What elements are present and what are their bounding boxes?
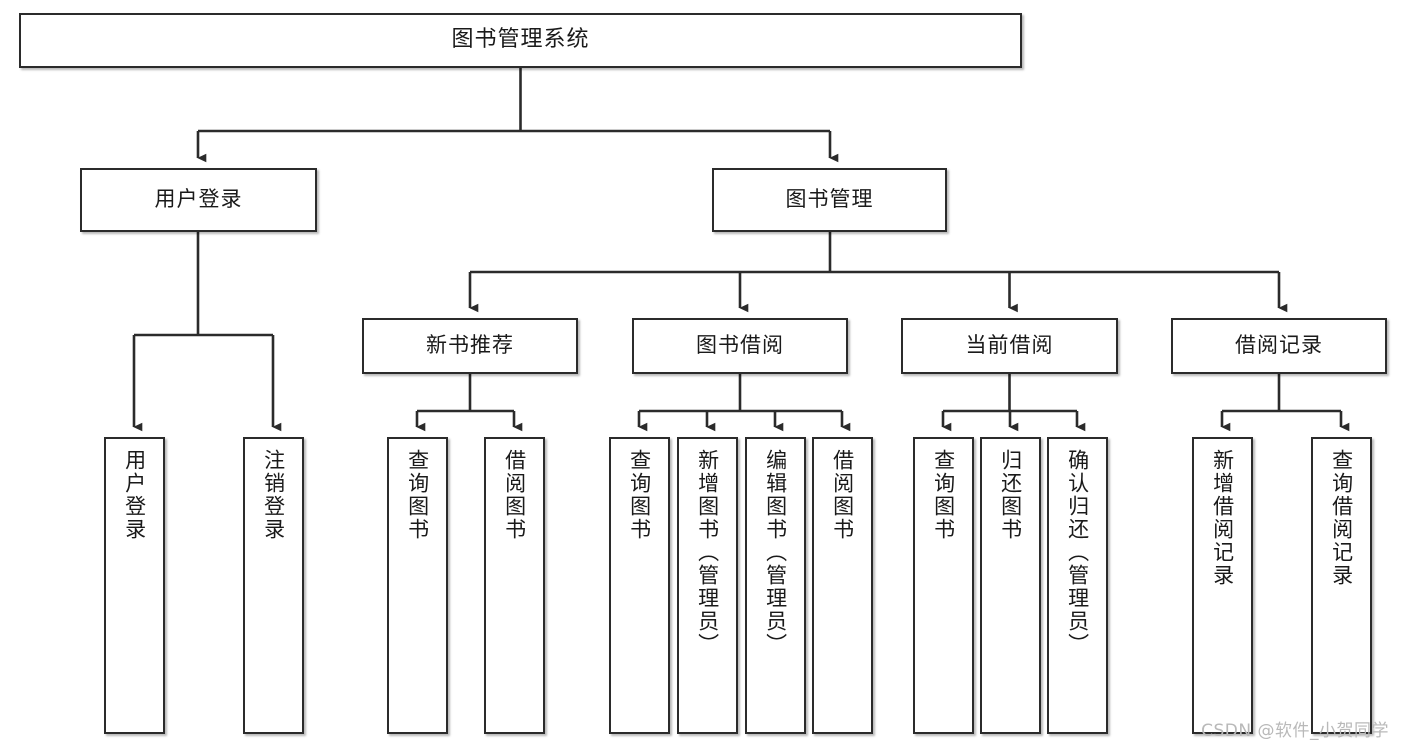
node-leaf-current-confirm-return[interactable]: 确认归还（管理员）: [1047, 437, 1108, 734]
node-leaf-user-login-label: 用户登录: [122, 449, 147, 541]
node-leaf-current-query-label: 查询图书: [931, 449, 956, 541]
node-leaf-current-return[interactable]: 归还图书: [980, 437, 1041, 734]
node-borrow-records-label: 借阅记录: [1235, 333, 1323, 358]
node-leaf-borrow-borrow-book-label: 借阅图书: [830, 449, 855, 541]
node-leaf-records-query[interactable]: 查询借阅记录: [1311, 437, 1372, 734]
node-leaf-newbook-borrow-label: 借阅图书: [502, 449, 527, 541]
node-root[interactable]: 图书管理系统: [19, 13, 1022, 68]
node-leaf-records-query-label: 查询借阅记录: [1329, 449, 1354, 587]
node-leaf-borrow-edit-book[interactable]: 编辑图书（管理员）: [745, 437, 806, 734]
node-book-management[interactable]: 图书管理: [712, 168, 947, 232]
node-leaf-newbook-query-label: 查询图书: [405, 449, 430, 541]
node-user-login-module[interactable]: 用户登录: [80, 168, 317, 232]
node-leaf-borrow-borrow-book[interactable]: 借阅图书: [812, 437, 873, 734]
node-leaf-borrow-edit-book-label: 编辑图书（管理员）: [763, 449, 788, 656]
node-leaf-user-logout-label: 注销登录: [261, 449, 286, 541]
node-new-book-recommend[interactable]: 新书推荐: [362, 318, 578, 374]
csdn-watermark: CSDN @软件_小贺同学: [1201, 721, 1389, 741]
node-book-borrow[interactable]: 图书借阅: [632, 318, 848, 374]
node-book-management-label: 图书管理: [785, 187, 874, 212]
node-leaf-records-add[interactable]: 新增借阅记录: [1192, 437, 1253, 734]
node-book-borrow-label: 图书借阅: [696, 333, 784, 358]
node-current-borrow-label: 当前借阅: [965, 333, 1054, 358]
node-leaf-borrow-query[interactable]: 查询图书: [609, 437, 670, 734]
node-leaf-current-query[interactable]: 查询图书: [913, 437, 974, 734]
node-leaf-current-return-label: 归还图书: [998, 449, 1023, 541]
node-leaf-borrow-add-book-label: 新增图书（管理员）: [695, 449, 720, 656]
node-leaf-current-confirm-return-label: 确认归还（管理员）: [1065, 449, 1090, 656]
node-leaf-newbook-query[interactable]: 查询图书: [387, 437, 448, 734]
node-leaf-user-logout[interactable]: 注销登录: [243, 437, 304, 734]
node-root-label: 图书管理系统: [451, 27, 590, 53]
node-borrow-records[interactable]: 借阅记录: [1171, 318, 1387, 374]
node-user-login-module-label: 用户登录: [154, 187, 243, 212]
node-leaf-newbook-borrow[interactable]: 借阅图书: [484, 437, 545, 734]
node-new-book-recommend-label: 新书推荐: [426, 333, 514, 358]
node-leaf-records-add-label: 新增借阅记录: [1210, 449, 1235, 587]
node-current-borrow[interactable]: 当前借阅: [901, 318, 1118, 374]
node-leaf-borrow-add-book[interactable]: 新增图书（管理员）: [677, 437, 738, 734]
node-leaf-user-login[interactable]: 用户登录: [104, 437, 165, 734]
node-leaf-borrow-query-label: 查询图书: [627, 449, 652, 541]
